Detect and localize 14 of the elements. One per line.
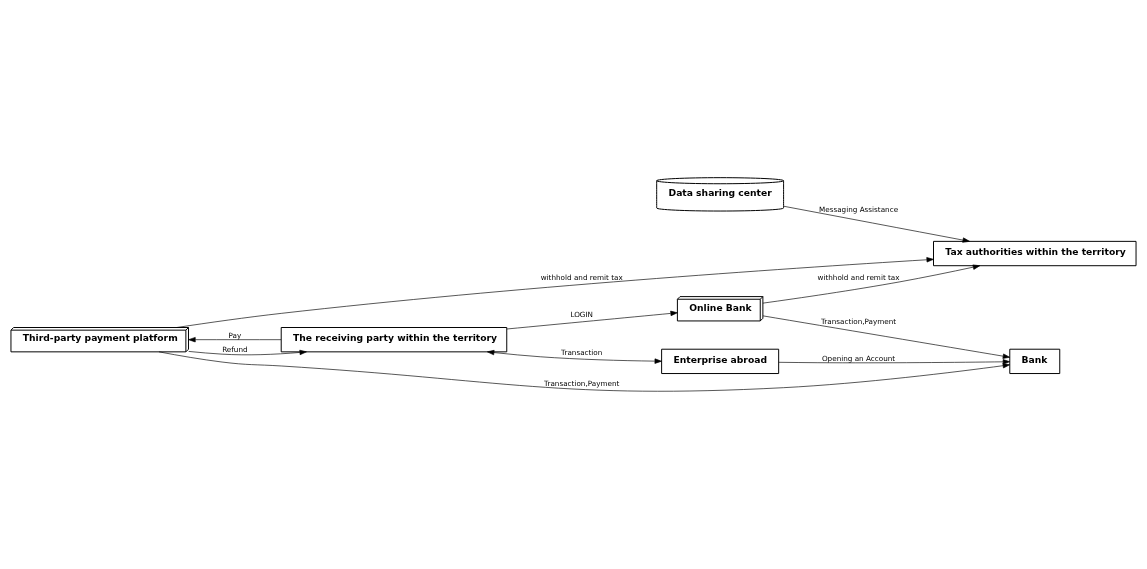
- node-box: The receiving party within the territory: [280, 327, 508, 353]
- arrow: [783, 205, 970, 243]
- arrow: [762, 315, 1010, 359]
- arrow: [506, 310, 678, 330]
- node-box: Bank: [1009, 348, 1061, 375]
- arrow: [188, 349, 307, 356]
- arrow: [778, 359, 1011, 365]
- arrow: [158, 351, 1010, 392]
- node-box: Enterprise abroad: [661, 348, 780, 375]
- arrow: [762, 264, 981, 304]
- arrow: [487, 349, 662, 364]
- arrow: [188, 337, 282, 343]
- arrow: [176, 257, 934, 328]
- node-box: Tax authorities within the territory: [933, 240, 1137, 267]
